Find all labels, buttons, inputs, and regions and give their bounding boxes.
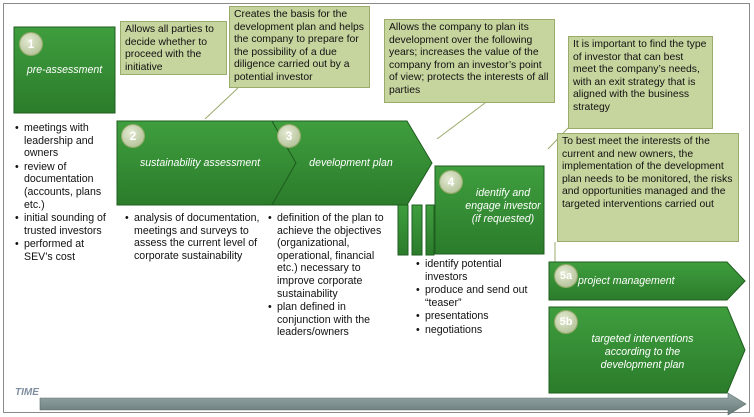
list-item: initial sounding of trusted investors <box>15 212 113 237</box>
time-arrow <box>39 392 747 416</box>
stage-1-box <box>13 26 116 114</box>
stage-5a-arrow <box>548 261 746 301</box>
list-item: presentations <box>416 310 536 323</box>
list-item: performed at SEV’s cost <box>15 238 113 263</box>
stage-4-label: identify and engage investor (if request… <box>465 187 541 225</box>
stage-4-bullets: identify potential investors produce and… <box>416 258 536 338</box>
note-monitoring: To best meet the interests of the curren… <box>557 133 739 242</box>
list-item: definition of the plan to achieve the ob… <box>268 212 394 300</box>
stripe <box>411 204 423 256</box>
stage-5a-label: project management <box>578 275 675 287</box>
list-item: identify potential investors <box>416 258 536 283</box>
list-item: review of documentation (accounts, plans… <box>15 161 113 211</box>
stage-3-badge: 3 <box>278 125 300 147</box>
stage-1-label: pre-assessment <box>26 64 103 76</box>
list-item: produce and send out “teaser” <box>416 284 536 309</box>
stage-5b-arrow <box>548 306 746 394</box>
note-investor: It is important to find the type of inve… <box>568 36 713 129</box>
stage-3-bullets: definition of the plan to achieve the ob… <box>268 212 394 340</box>
stripe <box>425 204 435 256</box>
stage-5b-badge: 5b <box>555 311 577 333</box>
stage-5a-badge: 5a <box>555 265 577 287</box>
stage-1-bullets: meetings with leadership and owners revi… <box>15 122 113 265</box>
timeline-label: TIME <box>15 387 39 398</box>
connector-line <box>436 102 486 140</box>
list-item: analysis of documentation, meetings and … <box>125 212 262 262</box>
connector-line <box>204 87 239 120</box>
stage-1-badge: 1 <box>20 33 42 55</box>
list-item: meetings with leadership and owners <box>15 122 113 160</box>
stage-3-label: development plan <box>309 157 393 169</box>
note-development-plan: Allows the company to plan its developme… <box>384 19 555 103</box>
stage-5b-label: targeted interventions according to the … <box>591 333 694 371</box>
stage-2-label: sustainability assessment <box>139 157 261 169</box>
list-item: negotiations <box>416 324 536 337</box>
stripe <box>397 204 409 256</box>
stage-2-badge: 2 <box>122 125 144 147</box>
note-pre-assessment: Allows all parties to decide whether to … <box>120 21 227 75</box>
list-item: plan defined in conjunction with the lea… <box>268 301 394 339</box>
stage-4-badge: 4 <box>440 171 462 193</box>
stage-2-bullets: analysis of documentation, meetings and … <box>125 212 262 263</box>
note-sustainability-assessment: Creates the basis for the development pl… <box>229 6 370 88</box>
